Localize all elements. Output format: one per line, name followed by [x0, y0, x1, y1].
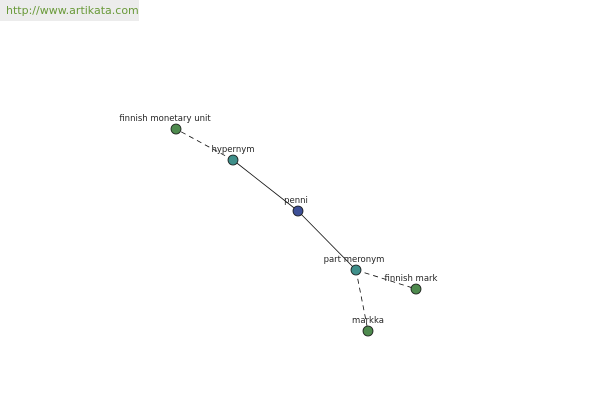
graph-node-part-meronym[interactable]: part meronym — [324, 255, 385, 276]
node-label-part-meronym: part meronym — [324, 255, 385, 265]
watermark-link[interactable]: http://www.artikata.com — [0, 0, 139, 21]
graph-node-penni[interactable]: penni — [284, 196, 308, 217]
graph-node-finnish-mark[interactable]: finnish mark — [385, 274, 438, 295]
edges-layer — [175, 128, 417, 332]
edge-hypernym-to-finnish-monetary-unit — [175, 128, 234, 161]
node-label-hypernym: hypernym — [211, 145, 254, 155]
graph-node-hypernym[interactable]: hypernym — [211, 145, 255, 166]
node-label-markka: markka — [352, 316, 384, 326]
relation-node-icon[interactable] — [227, 154, 239, 166]
relation-node-icon[interactable] — [350, 264, 362, 276]
graph-node-finnish-monetary-unit[interactable]: finnish monetary unit — [119, 114, 211, 135]
node-label-penni: penni — [284, 196, 308, 206]
node-label-finnish-mark: finnish mark — [385, 274, 438, 284]
nodes-layer: penni hypernym part meronym finnish monetar… — [119, 114, 438, 337]
leaf-node-icon[interactable] — [362, 325, 374, 337]
leaf-node-icon[interactable] — [410, 283, 422, 295]
node-label-finnish-monetary-unit: finnish monetary unit — [119, 114, 211, 124]
center-node-icon[interactable] — [292, 205, 304, 217]
edge-penni-to-part-meronym — [297, 210, 357, 271]
leaf-node-icon[interactable] — [170, 123, 182, 135]
graph-node-markka[interactable]: markka — [352, 316, 384, 337]
edge-penni-to-hypernym — [232, 159, 299, 212]
edge-part-meronym-to-markka — [355, 269, 369, 332]
edge-part-meronym-to-finnish-mark — [355, 269, 417, 290]
